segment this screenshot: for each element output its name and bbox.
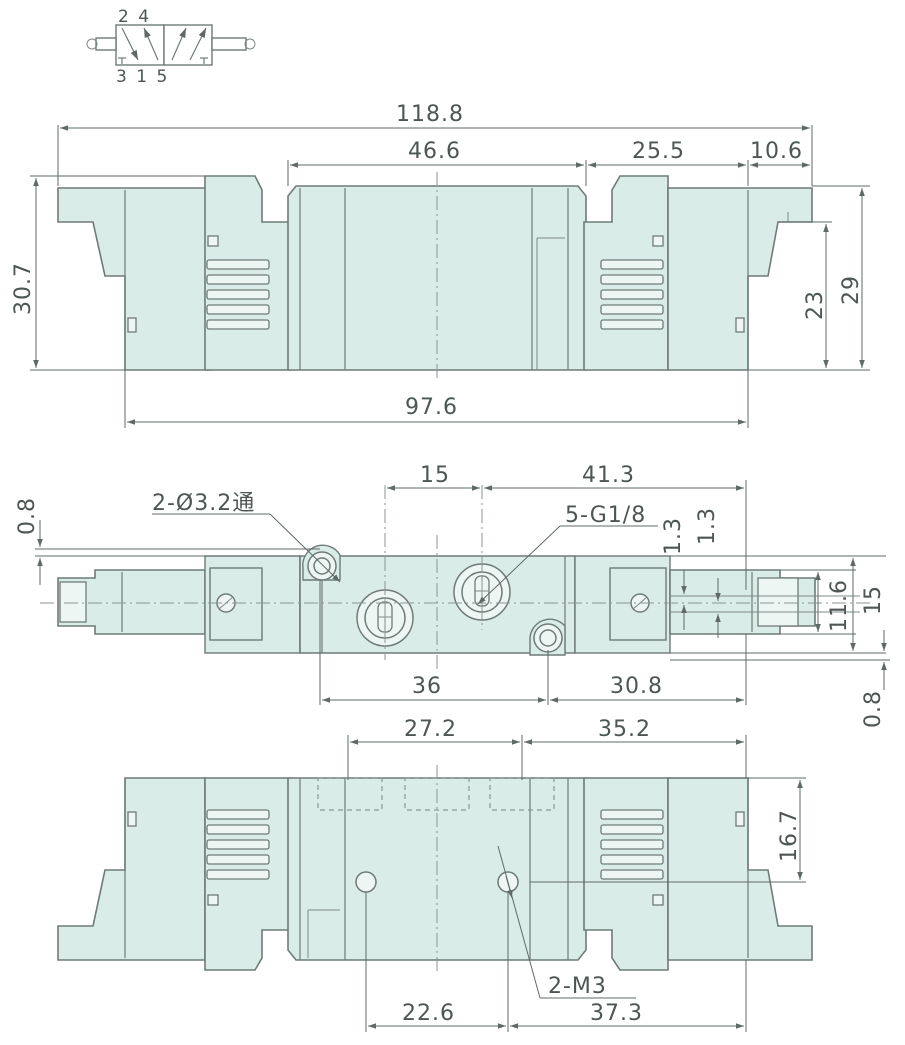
dim-port-pitch: 15 [420,463,450,488]
front-view [57,172,813,380]
symbol-top-ports: 2 4 [118,7,151,27]
dim-bottom-right-span: 35.2 [598,717,651,742]
label-mounting-holes: 2-Ø3.2通 [152,491,255,516]
label-ports: 5-G1/8 [565,503,646,528]
dim-thread-pitch: 22.6 [402,1001,455,1026]
dim-top-offset: 0.8 [15,497,40,535]
valve-symbol: 2 4 3 1 5 [86,7,256,87]
bottom-right-vent-slots [600,809,664,880]
dim-end-length: 10.6 [750,139,803,164]
dim-thread-right-span: 37.3 [590,1001,643,1026]
front-dimensions: 118.8 46.6 25.5 10.6 30.7 29 23 97.6 [11,102,870,428]
dim-right-span: 41.3 [582,463,635,488]
dim-base-length: 97.6 [405,395,458,420]
dim-hole-pitch: 36 [412,674,442,699]
dim-right-length: 25.5 [632,139,685,164]
label-threads: 2-M3 [548,974,607,999]
dim-bottom-offset: 0.8 [861,690,886,728]
dim-bottom-height: 16.7 [777,809,802,862]
top-dimensions: 0.8 2-Ø3.2通 15 41.3 5-G1/8 1.3 1.3 11.6 … [15,463,890,728]
dim-offset-b: 1.3 [695,507,720,545]
dim-right-hole-span: 30.8 [610,674,663,699]
dim-base-height: 23 [803,290,828,320]
bottom-view [57,765,813,975]
bottom-left-vent-slots [206,809,270,880]
dim-inner-width: 11.6 [827,579,852,632]
dim-overall-height: 30.7 [11,262,36,315]
top-view [40,485,870,670]
bottom-dimensions: 27.2 35.2 16.7 2-M3 22.6 37.3 [347,717,806,1032]
front-right-vent-slots [600,259,664,330]
dim-port-span: 27.2 [404,717,457,742]
dim-overall-length: 118.8 [396,102,464,127]
dim-body-height: 29 [839,275,864,305]
dim-outer-width: 15 [861,585,886,615]
dim-center-length: 46.6 [408,139,461,164]
symbol-bottom-ports: 3 1 5 [116,67,169,87]
dim-offset-a: 1.3 [661,517,686,555]
front-left-vent-slots [206,259,270,330]
